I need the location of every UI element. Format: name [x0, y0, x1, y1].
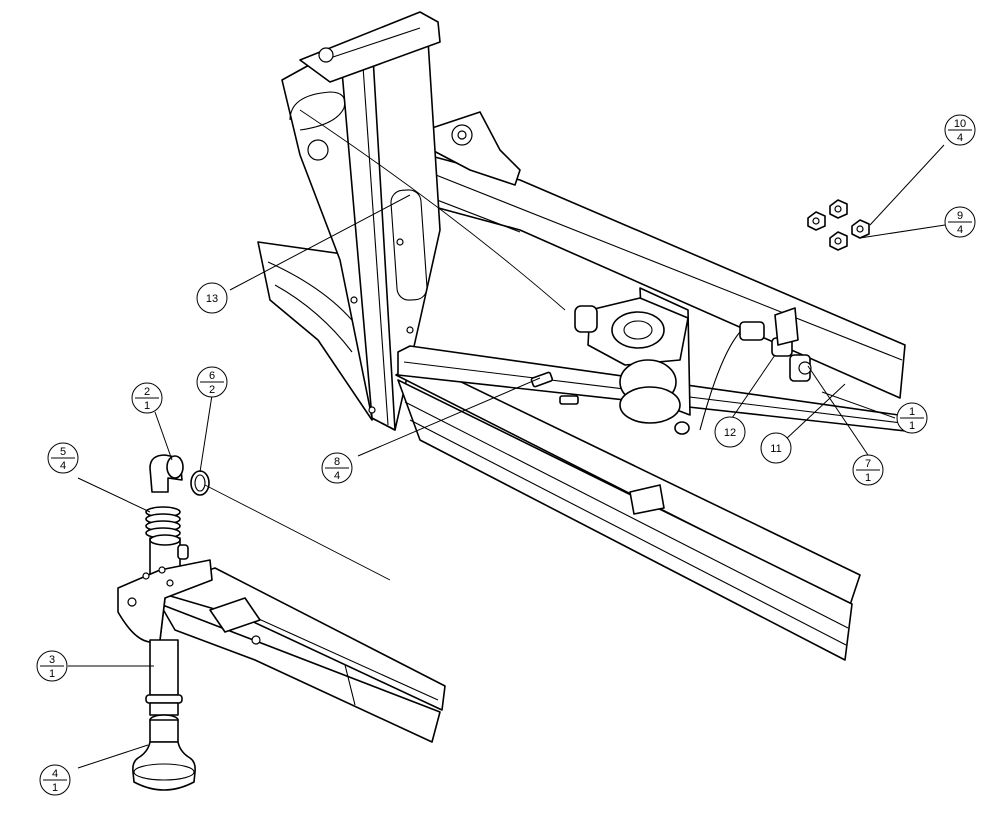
leader-lines	[68, 144, 946, 769]
boom-frame	[257, 11, 921, 661]
callout-top: 10	[954, 118, 966, 130]
callout-bottom: 1	[49, 668, 55, 680]
callout-top: 2	[144, 386, 150, 398]
callout-13: 13	[196, 282, 228, 314]
callout-top: 3	[49, 654, 55, 666]
callout-2-1: 2 1	[131, 382, 163, 414]
spring-coil	[145, 506, 181, 539]
lower-assembly	[117, 454, 446, 791]
callout-4-1: 4 1	[39, 764, 71, 796]
callout-10-4: 10 4	[944, 114, 976, 146]
callout-top: 1	[909, 406, 915, 418]
callout-top: 5	[60, 446, 66, 458]
callout-8-4: 8 4	[321, 452, 353, 484]
callout-bottom: 1	[865, 472, 871, 484]
callout-bottom: 4	[957, 132, 963, 144]
nuts	[807, 199, 870, 251]
callout-top: 6	[209, 370, 215, 382]
callout-6-2: 6 2	[196, 366, 228, 398]
callout-top: 9	[957, 210, 963, 222]
callout-bottom: 1	[52, 782, 58, 794]
callout-5-4: 5 4	[47, 442, 79, 474]
callout-3-1: 3 1	[36, 650, 68, 682]
callout-label: 12	[724, 427, 736, 439]
callout-9-4: 9 4	[944, 206, 976, 238]
callout-7-1: 7 1	[852, 454, 884, 486]
callout-11: 11	[760, 432, 792, 464]
callout-top: 4	[52, 768, 58, 780]
callout-bottom: 4	[957, 224, 963, 236]
callout-top: 7	[865, 458, 871, 470]
callout-top: 8	[334, 456, 340, 468]
callout-1-1: 1 1	[896, 402, 928, 434]
callout-bottom: 2	[209, 384, 215, 396]
callout-bottom: 4	[334, 470, 340, 482]
callout-bottom: 1	[144, 400, 150, 412]
callout-bottom: 1	[909, 420, 915, 432]
callout-label: 11	[770, 443, 781, 455]
callout-12: 12	[714, 416, 746, 448]
callout-label: 13	[206, 293, 218, 305]
callout-bottom: 4	[60, 460, 66, 472]
